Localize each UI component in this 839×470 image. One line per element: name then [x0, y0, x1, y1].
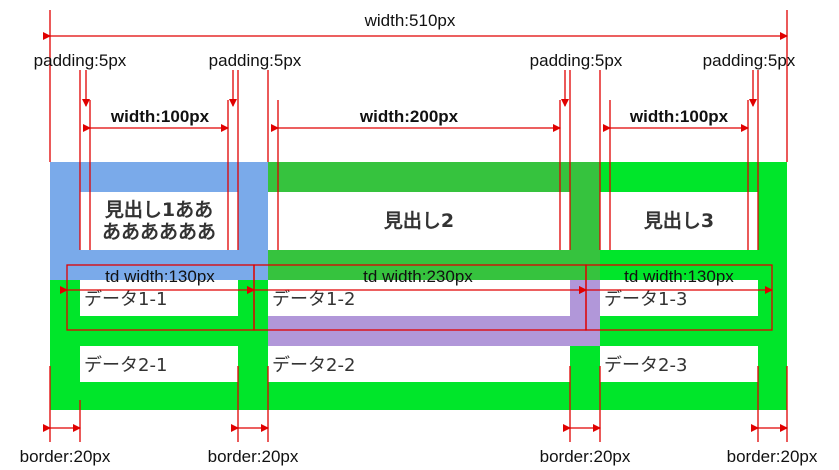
content-width-label-2: width:200px — [359, 107, 459, 126]
header-cell-3: 見出し3 — [600, 192, 758, 250]
content-width-label-3: width:100px — [629, 107, 729, 126]
border-label-3: border:20px — [540, 447, 631, 466]
td-width-box-3 — [585, 264, 773, 331]
row2-cell-3-text: データ2-3 — [604, 355, 688, 376]
header-cell-3-text: 見出し3 — [643, 210, 715, 232]
td-width-label-2: td width:230px — [363, 267, 473, 286]
row2-cell-3: データ2-3 — [600, 346, 758, 382]
header-cell-2-text: 見出し2 — [383, 210, 455, 232]
header-cell-1: 見出し1ああ ああああああ — [80, 192, 238, 250]
border-label-4: border:20px — [727, 447, 818, 466]
padding-label-3: padding:5px — [530, 51, 623, 70]
padding-label-1: padding:5px — [34, 51, 127, 70]
row1-cell-2-text: データ1-2 — [272, 289, 356, 310]
row2-cell-2: データ2-2 — [268, 346, 570, 382]
td-width-label-3: td width:130px — [624, 267, 734, 286]
td-width-label-1: td width:130px — [105, 267, 215, 286]
row1-cell-3-text: データ1-3 — [604, 289, 688, 310]
row2-cell-1: データ2-1 — [80, 346, 238, 382]
padding-label-2: padding:5px — [209, 51, 302, 70]
content-width-label-1: width:100px — [110, 107, 210, 126]
row2-cell-1-text: データ2-1 — [84, 355, 168, 376]
header-cell-2: 見出し2 — [268, 192, 570, 250]
row1-cell-1-text: データ1-1 — [84, 289, 168, 310]
border-label-2: border:20px — [208, 447, 299, 466]
padding-label-4: padding:5px — [703, 51, 796, 70]
header-cell-1-text: 見出し1ああ ああああああ — [101, 199, 216, 243]
row2-cell-2-text: データ2-2 — [272, 355, 356, 376]
border-label-1: border:20px — [20, 447, 111, 466]
total-width-label: width:510px — [364, 11, 456, 30]
